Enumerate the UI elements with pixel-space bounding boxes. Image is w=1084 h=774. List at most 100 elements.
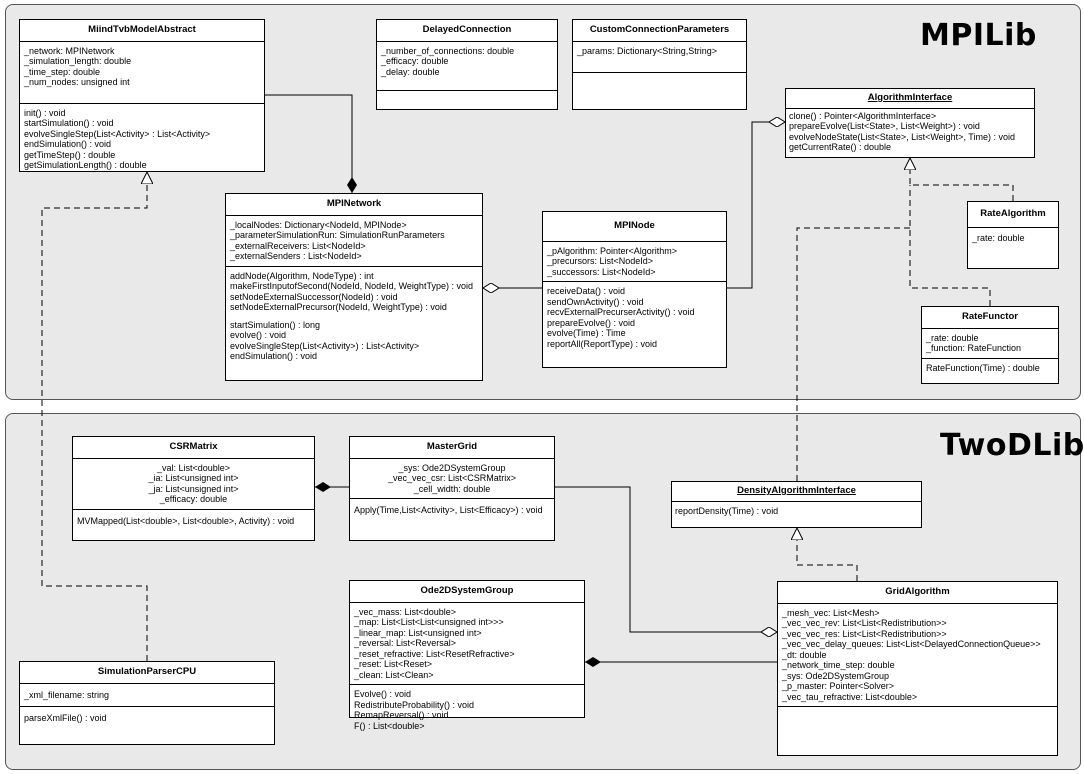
methods [778,707,1057,715]
attributes: _rate: double _function: RateFunction [922,329,1058,359]
attributes: _params: Dictionary<String,String> [573,42,746,73]
class-miind-tvb-model-abstract[interactable]: MiindTvbModelAbstract _network: MPINetwo… [19,19,265,172]
spacer [230,313,478,320]
attribute: _delay: double [381,66,440,77]
methods: receiveData() : void sendOwnActivity() :… [543,282,726,353]
attribute: _vec_vec_rev: List<List<Redistribution>> [782,618,947,628]
method: recvExternalPrecurserActivity() : void [547,307,695,317]
attribute: _parameterSimulationRun: SimulationRunPa… [230,230,445,240]
attribute: _num_nodes: unsigned int [24,77,130,87]
methods: MVMapped(List<double>, List<double>, Act… [73,510,314,533]
class-title: SimulationParserCPU [20,662,274,684]
attribute: _pAlgorithm: Pointer<Algorithm> [547,245,678,256]
attribute: _sys: Ode2DSystemGroup [782,670,890,681]
attributes: _network: MPINetwork _simulation_length:… [20,42,264,104]
method: clone() : Pointer<AlgorithmInterface> [789,110,937,121]
methods [573,73,746,81]
attributes: _number_of_connections: double _efficacy… [377,42,557,91]
attributes: _localNodes: Dictionary<NodeId, MPINode>… [226,216,482,267]
methods: clone() : Pointer<AlgorithmInterface> pr… [786,109,1034,155]
attribute: _efficacy: double [381,56,449,66]
method: prepareEvolve() : void [547,317,636,328]
method: setNodeExternalPrecursor(NodeId, WeightT… [230,302,447,312]
method: makeFirstInputofSecond(NodeId, NodeId, W… [230,281,473,291]
class-density-algorithm-interface[interactable]: DensityAlgorithmInterface reportDensity(… [671,481,922,528]
attributes: _rate: double [968,228,1058,249]
methods: Apply(Time,List<Activity>, List<Efficacy… [350,499,554,522]
method: sendOwnActivity() : void [547,296,644,307]
attributes: _sys: Ode2DSystemGroup _vec_vec_csr: Lis… [350,459,554,499]
class-title: MPINode [543,212,726,242]
class-title: MPINetwork [226,194,482,216]
class-title: DensityAlgorithmInterface [672,482,921,502]
attribute: _vec_mass: List<double> [354,606,457,617]
attributes: _val: List<double> _ia: List<unsigned in… [73,459,314,510]
method: MVMapped(List<double>, List<double>, Act… [77,515,295,526]
attribute: _params: Dictionary<String,String> [577,45,718,56]
attribute: _externalReceivers: List<NodeId> [230,240,366,251]
method: endSimulation() : void [24,139,112,149]
attribute: _precursors: List<NodeId> [547,256,654,266]
class-title: MiindTvbModelAbstract [20,20,264,42]
package-twodlib-label: TwoDLib [940,428,1084,463]
method: evolveSingleStep(List<Activity> : List<A… [24,128,211,139]
method: setNodeExternalSuccessor(NodeId) : void [230,291,398,302]
class-ode2d-system-group[interactable]: Ode2DSystemGroup _vec_mass: List<double>… [349,580,585,731]
attribute: _vec_vec_res: List<List<Redistribution>> [782,628,947,639]
method: addNode(Algorithm, NodeType) : int [230,270,374,281]
attribute: _xml_filename: string [24,689,110,700]
method: prepareEvolve(List<State>, List<Weight>)… [789,121,980,131]
class-title: GridAlgorithm [778,582,1057,604]
class-title: AlgorithmInterface [786,89,1034,109]
class-mastergrid[interactable]: MasterGrid _sys: Ode2DSystemGroup _vec_v… [349,436,555,541]
method: evolve(Time) : Time [547,328,626,338]
method: getCurrentRate() : double [789,142,892,152]
class-mpinode[interactable]: MPINode _pAlgorithm: Pointer<Algorithm> … [542,211,727,368]
method: RateFunction(Time) : double [926,362,1040,373]
class-title: MasterGrid [350,437,554,459]
attribute: _vec_vec_delay_queues: List<List<Delayed… [782,639,1041,649]
method: reportAll(ReportType) : void [547,338,658,349]
attribute: _ia: List<unsigned int> [148,473,239,483]
class-rate-algorithm[interactable]: RateAlgorithm _rate: double [967,201,1059,269]
class-algorithm-interface[interactable]: AlgorithmInterface clone() : Pointer<Alg… [785,88,1035,158]
class-grid-algorithm[interactable]: GridAlgorithm _mesh_vec: List<Mesh> _vec… [777,581,1058,756]
method: F() : List<double> [354,720,425,731]
method: startSimulation() : void [24,118,114,128]
attribute: _successors: List<NodeId> [547,266,656,277]
method: parseXmlFile() : void [24,713,107,723]
class-delayed-connection[interactable]: DelayedConnection _number_of_connections… [376,19,558,110]
class-custom-connection-parameters[interactable]: CustomConnectionParameters _params: Dict… [572,19,747,110]
method: evolve() : void [230,330,287,340]
attribute: _externalSenders : List<NodeId> [230,251,362,261]
method: Apply(Time,List<Activity>, List<Efficacy… [354,505,543,515]
class-title: DelayedConnection [377,20,557,42]
attribute: _vec_vec_csr: List<CSRMatrix> [387,473,517,483]
method: RedistributeProbability() : void [354,699,475,710]
attribute: _localNodes: Dictionary<NodeId, MPINode> [230,219,407,230]
class-csrmatrix[interactable]: CSRMatrix _val: List<double> _ia: List<u… [72,436,315,541]
class-simulation-parser-cpu[interactable]: SimulationParserCPU _xml_filename: strin… [19,661,275,745]
attributes: _pAlgorithm: Pointer<Algorithm> _precurs… [543,242,726,282]
class-title: RateAlgorithm [968,202,1058,228]
attribute: _cell_width: double [413,483,491,494]
attribute: _clean: List<Clean> [354,669,434,680]
method: init() : void [24,107,66,118]
method: getSimulationLength() : double [24,160,147,170]
attribute: _dt: double [782,649,827,660]
method: RemapReversal() : void [354,710,449,720]
attribute: _reset: List<Reset> [354,659,433,669]
class-mpinetwork[interactable]: MPINetwork _localNodes: Dictionary<NodeI… [225,193,483,381]
attribute: _vec_tau_refractive: List<double> [782,691,918,702]
class-title: CustomConnectionParameters [573,20,746,42]
method: evolveSingleStep(List<Activity>) : List<… [230,340,420,351]
methods: RateFunction(Time) : double [922,359,1058,378]
methods: parseXmlFile() : void [20,707,274,730]
attribute: _function: RateFunction [926,343,1022,353]
class-rate-functor[interactable]: RateFunctor _rate: double _function: Rat… [921,306,1059,384]
attribute: _efficacy: double [159,494,228,504]
attribute: _sys: Ode2DSystemGroup [398,462,506,473]
methods [377,91,557,99]
attribute: _network_time_step: double [782,660,895,670]
methods: Evolve() : void RedistributeProbability(… [350,685,584,735]
